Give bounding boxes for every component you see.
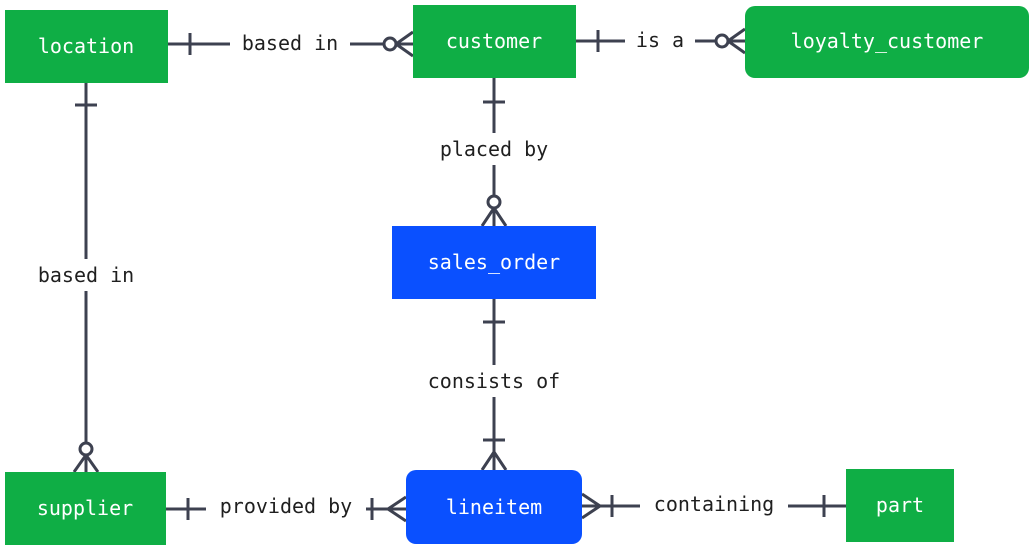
edge-lineitem-part: containing [581,488,846,520]
entity-lineitem[interactable]: lineitem [406,470,582,544]
rel-label-lineitem-part: containing [654,492,774,516]
entity-label-sales-order: sales_order [428,250,560,274]
rel-label-customer-loyalty: is a [636,28,684,52]
edge-location-supplier: based in [22,83,150,473]
rel-label-supplier-lineitem: provided by [220,494,352,518]
edge-customer-loyalty: is a [576,25,746,55]
edge-customer-order: placed by [426,78,562,227]
entity-supplier[interactable]: supplier [5,472,166,545]
entity-label-location: location [38,34,134,58]
edge-supplier-lineitem: provided by [166,490,407,523]
edge-order-lineitem: consists of [416,299,572,471]
entity-location[interactable]: location [5,10,168,83]
entity-loyalty-customer[interactable]: loyalty_customer [745,6,1029,78]
entity-label-part: part [876,493,924,517]
entity-label-customer: customer [446,29,542,53]
rel-label-order-lineitem: consists of [428,369,560,393]
rel-label-location-customer: based in [242,31,338,55]
entity-label-loyalty-customer: loyalty_customer [791,29,984,53]
entity-label-supplier: supplier [37,496,133,520]
rel-label-customer-order: placed by [440,137,548,161]
entity-customer[interactable]: customer [413,5,576,78]
edge-location-customer: based in [168,28,414,58]
entity-sales-order[interactable]: sales_order [392,226,596,299]
entity-part[interactable]: part [846,469,954,542]
entity-label-lineitem: lineitem [446,495,542,519]
rel-label-location-supplier: based in [38,263,134,287]
